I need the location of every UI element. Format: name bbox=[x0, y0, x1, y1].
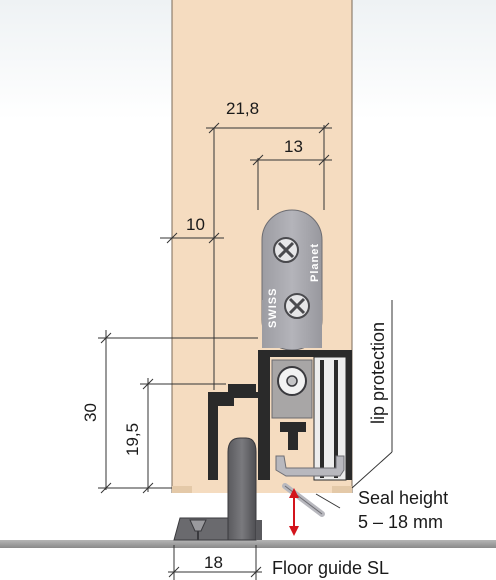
seal-height-arrow bbox=[289, 488, 299, 536]
lip-profile bbox=[208, 384, 260, 480]
brand-planet: Planet bbox=[309, 243, 321, 282]
label-floor-guide: Floor guide SL bbox=[272, 558, 389, 578]
dim-overall-width: 21,8 bbox=[226, 99, 259, 118]
label-seal-range: 5 – 18 mm bbox=[358, 512, 443, 532]
dim-door-offset: 10 bbox=[186, 215, 205, 234]
screw-icon bbox=[284, 293, 310, 319]
floor-guide-heel bbox=[256, 520, 262, 540]
door-bottom-right-strip bbox=[332, 486, 352, 493]
label-lip-protection: lip protection bbox=[368, 322, 388, 424]
label-seal-height: Seal height bbox=[358, 488, 448, 508]
channel-wall bbox=[320, 360, 324, 478]
screw-icon bbox=[273, 237, 299, 263]
floor-guide bbox=[227, 437, 257, 541]
channel-wall bbox=[334, 360, 338, 478]
countersunk-screw-icon bbox=[189, 519, 207, 540]
brand-swiss: SWISS bbox=[267, 288, 279, 328]
seal-housing-profile bbox=[258, 350, 352, 480]
dim-inner-width: 13 bbox=[284, 137, 303, 156]
seal-clip bbox=[280, 422, 306, 450]
floor bbox=[0, 540, 496, 548]
door-bottom-left-strip bbox=[172, 486, 192, 493]
dim-floor-guide-width: 18 bbox=[204, 553, 223, 572]
seal-lip bbox=[275, 455, 345, 477]
dim-profile-height: 19,5 bbox=[123, 423, 142, 456]
roller-axle bbox=[286, 375, 298, 387]
dim-total-height: 30 bbox=[81, 403, 100, 422]
seal-arm-outline bbox=[284, 485, 323, 515]
dimension-lines bbox=[98, 122, 393, 580]
